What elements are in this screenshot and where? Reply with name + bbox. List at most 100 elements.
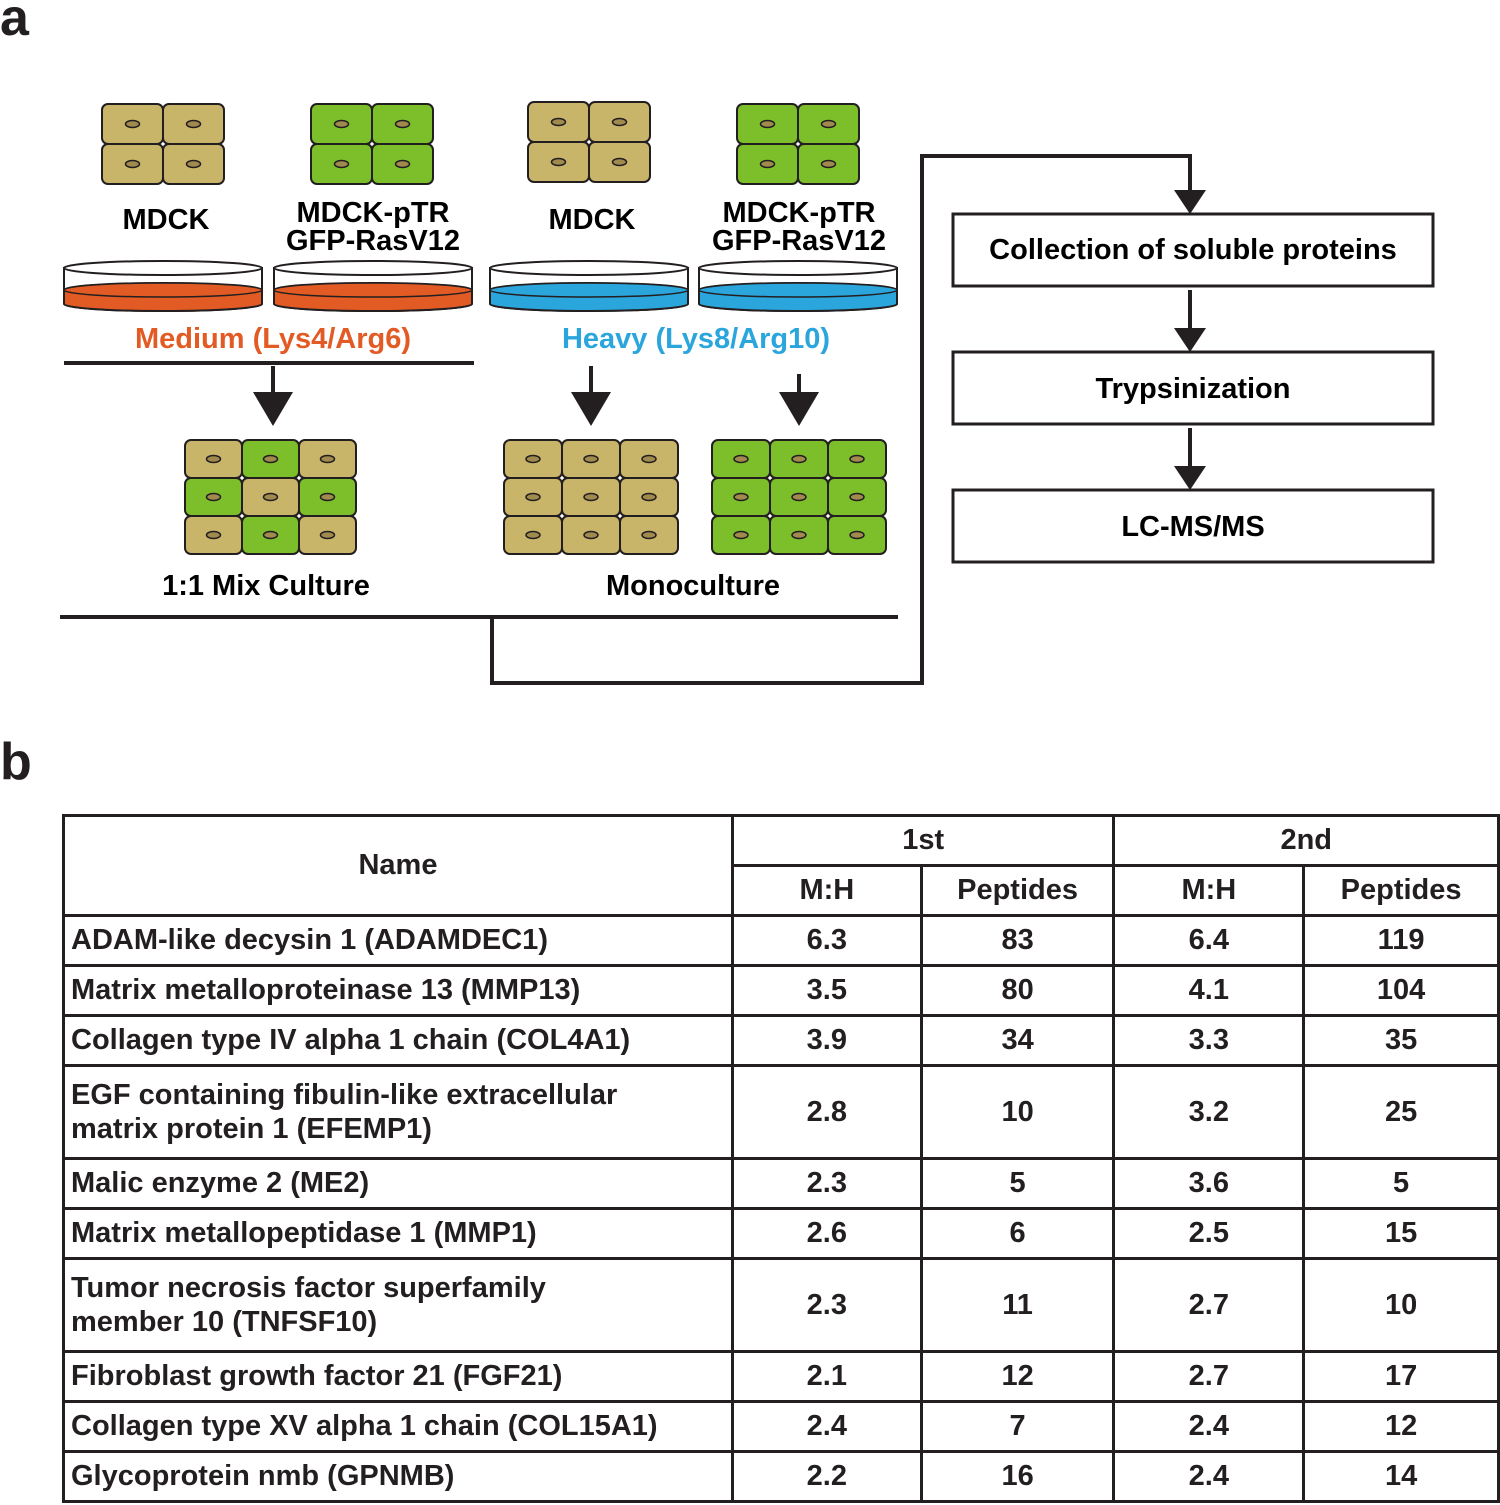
- nucleus: [262, 454, 279, 464]
- ras-cell: [310, 103, 373, 145]
- mh-ratio-2nd-cell: 2.4: [1112, 1400, 1306, 1453]
- header-peptides-2: Peptides: [1302, 864, 1500, 917]
- nucleus: [124, 119, 141, 129]
- mdck-cell: [184, 515, 243, 555]
- panel-b-letter: b: [0, 733, 32, 791]
- peptides-1st-cell: 10: [919, 1064, 1116, 1160]
- ras-cell: [769, 477, 829, 517]
- workflow-step-trypsinization: Trypsinization: [1096, 373, 1291, 405]
- nucleus: [525, 530, 541, 540]
- mdck-cell-cluster: [527, 101, 651, 183]
- label-mdck-1: MDCK: [123, 204, 210, 236]
- peptides-2nd-cell: 12: [1302, 1400, 1500, 1453]
- nucleus: [333, 159, 350, 169]
- workflow-box-lcms: [951, 488, 1435, 564]
- ras-cell-cluster: [736, 103, 860, 185]
- ras-cell-cluster: [310, 103, 434, 185]
- protein-name-line: Fibroblast growth factor 21 (FGF21): [71, 1360, 563, 1393]
- mh-ratio-2nd-cell: 3.6: [1112, 1157, 1306, 1210]
- label-mdck-ptr-2-line2: GFP-RasV12: [712, 225, 886, 257]
- mh-ratio-1st-cell: 6.3: [730, 914, 923, 967]
- peptides-2nd-cell: 15: [1302, 1207, 1500, 1260]
- ras-cell: [827, 477, 887, 517]
- results-table: Name 1st 2nd M:H Peptides M:H Peptides A…: [62, 814, 1500, 1503]
- nucleus: [185, 159, 202, 169]
- mix-culture-label: 1:1 Mix Culture: [162, 570, 370, 602]
- mdck-cell: [588, 141, 651, 183]
- protein-name-line: Matrix metalloproteinase 13 (MMP13): [71, 974, 581, 1007]
- ras-cell: [310, 143, 373, 185]
- mdck-cell: [503, 477, 563, 517]
- nucleus: [733, 454, 749, 464]
- header-mh-2: M:H: [1112, 864, 1306, 917]
- nucleus: [333, 119, 350, 129]
- mh-ratio-1st-cell: 2.3: [730, 1257, 923, 1353]
- protein-name-cell: EGF containing fibulin-like extracellula…: [62, 1064, 734, 1160]
- nucleus: [641, 530, 657, 540]
- protein-name-line: member 10 (TNFSF10): [71, 1306, 378, 1338]
- workflow-step-collection: Collection of soluble proteins: [989, 234, 1397, 266]
- protein-name-cell: Matrix metallopeptidase 1 (MMP1): [62, 1207, 734, 1260]
- nucleus: [394, 159, 411, 169]
- nucleus: [759, 119, 776, 129]
- ras-cell: [298, 477, 357, 517]
- peptides-1st-cell: 5: [919, 1157, 1116, 1210]
- protein-name-cell: Glycoprotein nmb (GPNMB): [62, 1450, 734, 1503]
- nucleus: [319, 454, 336, 464]
- table-row: Collagen type XV alpha 1 chain (COL15A1)…: [62, 1400, 1500, 1453]
- peptides-2nd-cell: 25: [1302, 1064, 1500, 1160]
- mh-ratio-2nd-cell: 2.7: [1112, 1350, 1306, 1403]
- mh-ratio-2nd-cell: 6.4: [1112, 914, 1306, 967]
- mdck-cell: [162, 103, 225, 145]
- protein-name-line: EGF containing fibulin-like extracellula…: [71, 1078, 618, 1111]
- nucleus: [394, 119, 411, 129]
- peptides-1st-cell: 7: [919, 1400, 1116, 1453]
- nucleus: [791, 492, 807, 502]
- down-arrow-icon: [571, 366, 611, 426]
- header-peptides-1: Peptides: [919, 864, 1116, 917]
- mdck-cell: [527, 141, 590, 183]
- nucleus: [791, 530, 807, 540]
- nucleus: [583, 492, 599, 502]
- nucleus: [205, 492, 222, 502]
- label-mdck-ptr-1-line1: MDCK-pTR: [296, 197, 449, 229]
- ras-monoculture-cell-cluster: [711, 439, 887, 555]
- mdck-cell: [561, 515, 621, 555]
- protein-name-line: Matrix metallopeptidase 1 (MMP1): [71, 1217, 537, 1250]
- peptides-2nd-cell: 35: [1302, 1014, 1500, 1067]
- table-row: Collagen type IV alpha 1 chain (COL4A1) 3…: [62, 1014, 1500, 1067]
- nucleus: [124, 159, 141, 169]
- ras-cell: [711, 515, 771, 555]
- nucleus: [205, 530, 222, 540]
- mdck-cell: [101, 143, 164, 185]
- mh-ratio-1st-cell: 2.8: [730, 1064, 923, 1160]
- ras-cell: [711, 477, 771, 517]
- mh-ratio-2nd-cell: 3.3: [1112, 1014, 1306, 1067]
- peptides-1st-cell: 11: [919, 1257, 1116, 1353]
- mdck-cell: [503, 515, 563, 555]
- protein-name-line: Collagen type IV alpha 1 chain (COL4A1): [71, 1024, 631, 1057]
- nucleus: [611, 117, 628, 127]
- mh-ratio-1st-cell: 2.1: [730, 1350, 923, 1403]
- mdck-cell: [101, 103, 164, 145]
- table-row: EGF containing fibulin-like extracellula…: [62, 1064, 1500, 1160]
- ras-cell: [711, 439, 771, 479]
- nucleus: [583, 454, 599, 464]
- protein-name-line: Glycoprotein nmb (GPNMB): [71, 1460, 455, 1493]
- ras-cell: [241, 515, 300, 555]
- nucleus: [791, 454, 807, 464]
- protein-name-cell: Matrix metalloproteinase 13 (MMP13): [62, 964, 734, 1017]
- protein-name-cell: Fibroblast growth factor 21 (FGF21): [62, 1350, 734, 1403]
- peptides-1st-cell: 34: [919, 1014, 1116, 1067]
- ras-cell: [797, 143, 860, 185]
- mdck-cell: [298, 439, 357, 479]
- peptides-2nd-cell: 119: [1302, 914, 1500, 967]
- nucleus: [319, 530, 336, 540]
- header-mh-1: M:H: [730, 864, 923, 917]
- culture-dish-heavy: [489, 260, 689, 312]
- monoculture-label: Monoculture: [606, 570, 780, 602]
- nucleus: [319, 492, 336, 502]
